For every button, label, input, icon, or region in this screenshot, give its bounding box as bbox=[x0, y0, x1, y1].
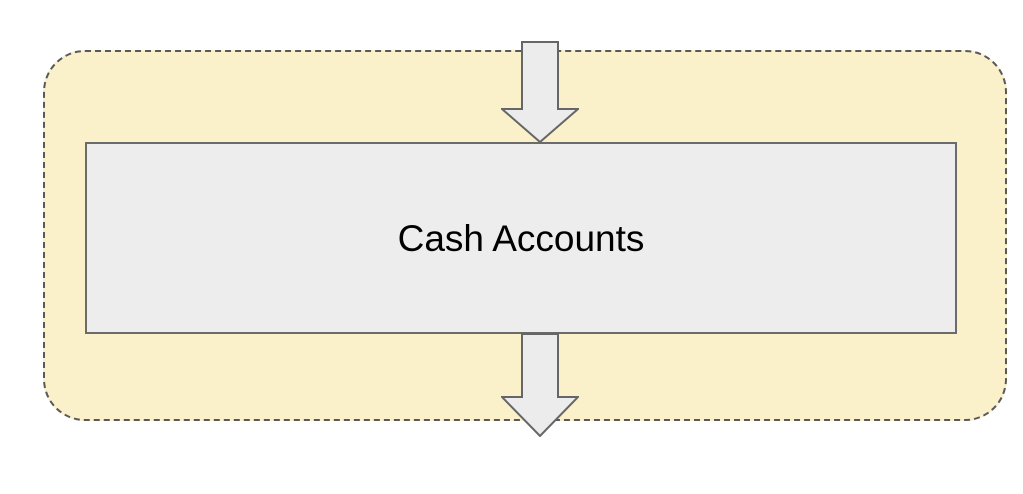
arrow-down-shape bbox=[501, 41, 579, 143]
arrow-down-icon bbox=[501, 41, 579, 143]
cash-accounts-node: Cash Accounts bbox=[85, 142, 957, 334]
arrow-down-icon bbox=[501, 333, 579, 437]
cash-accounts-label: Cash Accounts bbox=[397, 217, 645, 259]
arrow-down-shape bbox=[501, 333, 579, 437]
